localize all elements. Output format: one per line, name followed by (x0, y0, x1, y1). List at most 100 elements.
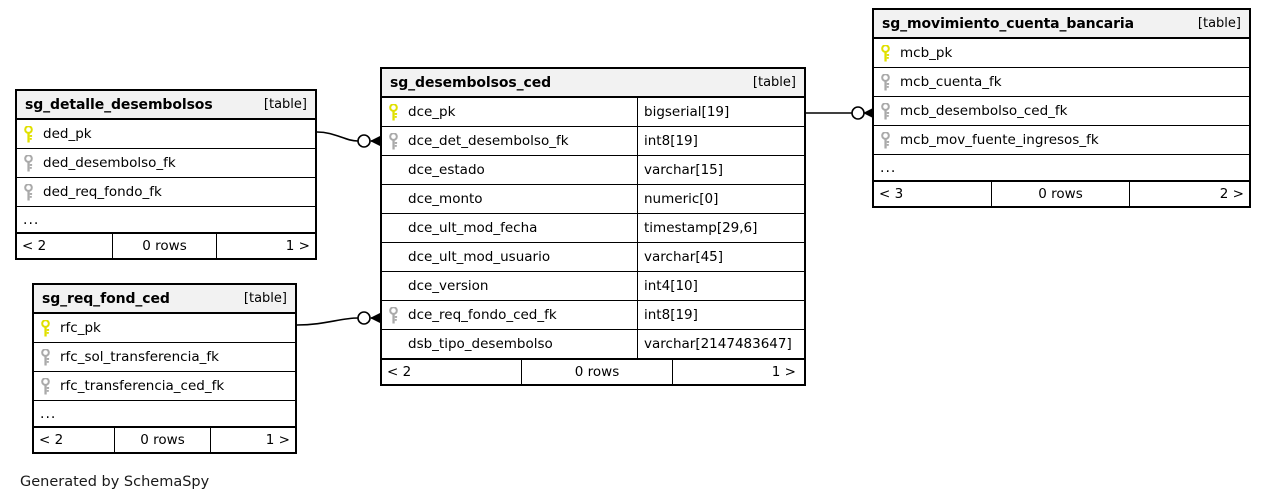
column-row[interactable]: ded_desembolso_fk (17, 149, 315, 178)
next-page-link[interactable]: 1 > (285, 238, 310, 254)
foreign-key-icon (17, 149, 39, 177)
column-row[interactable]: dce_estado varchar[15] (382, 156, 804, 185)
column-name: dce_version (408, 278, 489, 294)
column-name: ded_desembolso_fk (43, 155, 176, 171)
foreign-key-icon (34, 372, 56, 400)
key-placeholder (382, 330, 404, 358)
table-header: sg_movimiento_cuenta_bancaria [table] (874, 10, 1249, 39)
column-name: dce_ult_mod_usuario (408, 249, 551, 265)
row-count: 0 rows (114, 428, 211, 452)
column-row[interactable]: mcb_mov_fuente_ingresos_fk (874, 126, 1249, 155)
foreign-key-icon (874, 97, 896, 125)
column-row[interactable]: dce_det_desembolso_fk int8[19] (382, 127, 804, 156)
table-title: sg_desembolsos_ced (390, 74, 552, 91)
column-row[interactable]: rfc_pk (34, 314, 295, 343)
next-page-link[interactable]: 1 > (265, 432, 290, 448)
column-row[interactable]: dce_pk bigserial[19] (382, 98, 804, 127)
row-count: 0 rows (521, 360, 673, 384)
table-type-tag: [table] (1197, 16, 1241, 31)
column-row[interactable]: ded_req_fondo_fk (17, 178, 315, 207)
column-row[interactable]: mcb_desembolso_ced_fk (874, 97, 1249, 126)
next-page-link[interactable]: 2 > (1219, 186, 1244, 202)
table-title: sg_req_fond_ced (42, 290, 170, 307)
table-footer: < 2 0 rows 1 > (382, 359, 804, 384)
table-type-tag: [table] (752, 75, 796, 90)
table-type-tag: [table] (263, 97, 307, 112)
column-row[interactable]: dce_ult_mod_fecha timestamp[29,6] (382, 214, 804, 243)
table-footer: < 2 0 rows 1 > (34, 427, 295, 452)
column-row[interactable]: rfc_transferencia_ced_fk (34, 372, 295, 401)
column-row[interactable]: ded_pk (17, 120, 315, 149)
prev-page-link[interactable]: < 2 (22, 238, 47, 254)
column-name: dce_det_desembolso_fk (408, 133, 569, 149)
table-header: sg_detalle_desembolsos [table] (17, 91, 315, 120)
prev-page-link[interactable]: < 3 (879, 186, 904, 202)
table-type-tag: [table] (243, 291, 287, 306)
relationship-desembolsos-to-movimiento (806, 106, 873, 120)
column-name: dsb_tipo_desembolso (408, 336, 553, 352)
column-type: varchar[15] (637, 156, 804, 184)
column-name: mcb_cuenta_fk (900, 74, 1002, 90)
foreign-key-icon (17, 178, 39, 206)
column-row[interactable]: dce_monto numeric[0] (382, 185, 804, 214)
column-row[interactable]: dce_req_fondo_ced_fk int8[19] (382, 301, 804, 330)
next-page-link[interactable]: 1 > (771, 364, 796, 380)
generated-by-caption: Generated by SchemaSpy (20, 474, 210, 490)
table-sg-desembolsos-ced[interactable]: sg_desembolsos_ced [table] dce_pk bigser… (380, 67, 806, 386)
column-type: timestamp[29,6] (637, 214, 804, 242)
key-placeholder (382, 272, 404, 300)
row-count: 0 rows (112, 234, 217, 258)
table-header: sg_desembolsos_ced [table] (382, 69, 804, 98)
key-placeholder (382, 156, 404, 184)
column-row[interactable]: dsb_tipo_desembolso varchar[2147483647] (382, 330, 804, 359)
more-columns-indicator: ... (34, 401, 295, 427)
column-name: mcb_mov_fuente_ingresos_fk (900, 132, 1099, 148)
primary-key-icon (17, 120, 39, 148)
row-count: 0 rows (991, 182, 1130, 206)
foreign-key-icon (874, 126, 896, 154)
prev-page-link[interactable]: < 2 (387, 364, 412, 380)
column-row[interactable]: dce_version int4[10] (382, 272, 804, 301)
column-type: numeric[0] (637, 185, 804, 213)
table-sg-req-fond-ced[interactable]: sg_req_fond_ced [table] rfc_pk rfc_sol_t… (32, 283, 297, 454)
column-name: rfc_pk (60, 320, 101, 336)
table-footer: < 2 0 rows 1 > (17, 233, 315, 258)
column-name: dce_ult_mod_fecha (408, 220, 538, 236)
primary-key-icon (34, 314, 56, 342)
column-type: varchar[2147483647] (637, 330, 804, 358)
column-name: dce_monto (408, 191, 483, 207)
table-sg-detalle-desembolsos[interactable]: sg_detalle_desembolsos [table] ded_pk de… (15, 89, 317, 260)
more-columns-indicator: ... (874, 155, 1249, 181)
column-type: int8[19] (637, 127, 804, 155)
prev-page-link[interactable]: < 2 (39, 432, 64, 448)
column-name: mcb_pk (900, 45, 953, 61)
column-type: bigserial[19] (637, 98, 804, 126)
column-type: int4[10] (637, 272, 804, 300)
more-columns-indicator: ... (17, 207, 315, 233)
column-name: dce_pk (408, 104, 456, 120)
primary-key-icon (382, 98, 404, 126)
key-placeholder (382, 243, 404, 271)
foreign-key-icon (382, 301, 404, 329)
table-title: sg_movimiento_cuenta_bancaria (882, 15, 1134, 32)
column-name: rfc_transferencia_ced_fk (60, 378, 225, 394)
column-name: rfc_sol_transferencia_fk (60, 349, 219, 365)
column-name: dce_estado (408, 162, 485, 178)
primary-key-icon (874, 39, 896, 67)
column-type: varchar[45] (637, 243, 804, 271)
foreign-key-icon (382, 127, 404, 155)
table-sg-movimiento-cuenta-bancaria[interactable]: sg_movimiento_cuenta_bancaria [table] mc… (872, 8, 1251, 208)
column-row[interactable]: mcb_cuenta_fk (874, 68, 1249, 97)
column-name: ded_req_fondo_fk (43, 184, 162, 200)
key-placeholder (382, 214, 404, 242)
column-type: int8[19] (637, 301, 804, 329)
column-row[interactable]: dce_ult_mod_usuario varchar[45] (382, 243, 804, 272)
table-footer: < 3 0 rows 2 > (874, 181, 1249, 206)
relationship-detalle-to-desembolsos (316, 131, 380, 148)
key-placeholder (382, 185, 404, 213)
column-row[interactable]: rfc_sol_transferencia_fk (34, 343, 295, 372)
foreign-key-icon (874, 68, 896, 96)
column-name: ded_pk (43, 126, 92, 142)
column-row[interactable]: mcb_pk (874, 39, 1249, 68)
